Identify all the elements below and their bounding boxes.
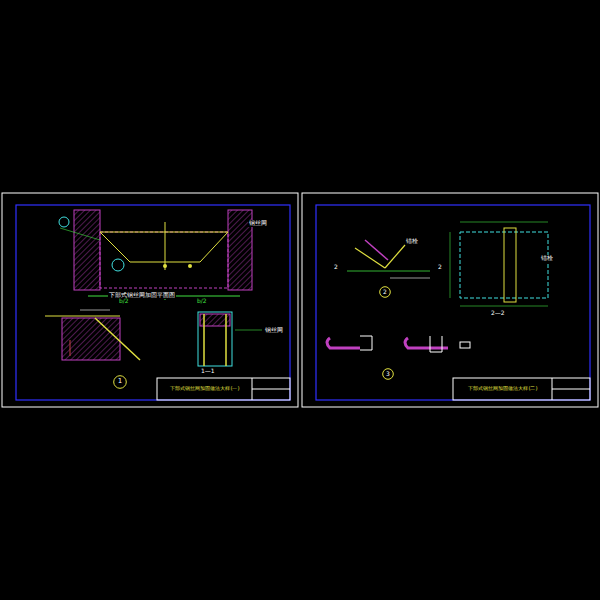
drawing-label: b/2 (118, 298, 130, 305)
callout-circle: 1 (113, 375, 127, 389)
drawing-label: 2 (437, 264, 443, 271)
title-block-cell: 下部式钢丝网加固做法大样(二) (455, 380, 551, 398)
drawing-label: 钢丝网 (264, 327, 284, 334)
sheet-title: 下部式钢丝网加固做法大样(一) (170, 386, 239, 392)
callout-number: 1 (118, 378, 122, 386)
drawing-label: 2 (333, 264, 339, 271)
drawing-label: 锚栓 (540, 255, 554, 262)
drawing-label: 锚栓 (405, 238, 419, 245)
callout-number: 3 (386, 371, 390, 378)
callout-number: 2 (383, 289, 387, 296)
callout-circle: 3 (382, 368, 394, 380)
drawing-label: b/2 (196, 298, 208, 305)
title-block-cell: 下部式钢丝网加固做法大样(一) (159, 380, 251, 398)
drawing-label: 2—2 (490, 310, 506, 317)
callout-circle: 2 (379, 286, 391, 298)
sheet-title: 下部式钢丝网加固做法大样(二) (468, 386, 537, 392)
drawing-label: 钢丝网 (248, 220, 268, 227)
drawing-label: 1—1 (200, 368, 216, 375)
